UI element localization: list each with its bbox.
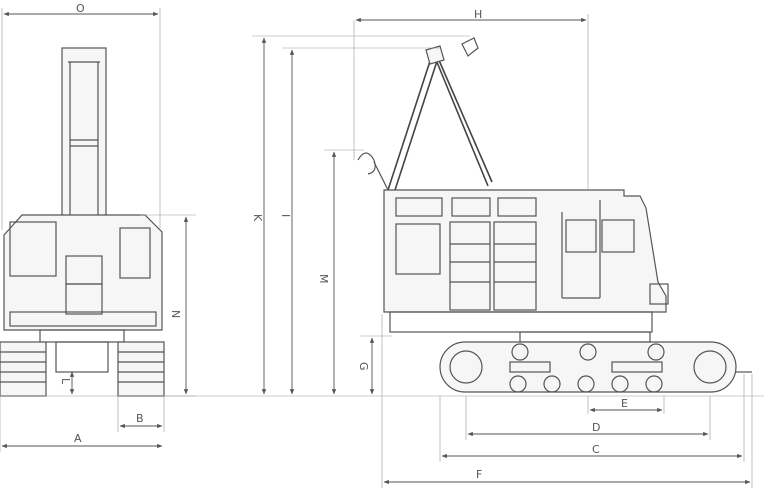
label-N: N [169,310,182,318]
boom-tip-hook [461,37,479,57]
side-left-window [395,223,441,275]
boom-front-leg [387,54,433,191]
label-M: M [317,274,330,284]
side-cab-body [383,189,667,313]
label-O: O [76,2,85,15]
side-view [357,37,752,393]
front-right-track [117,341,165,397]
front-cab-body [3,214,163,331]
label-B: B [136,412,144,425]
front-view [0,47,165,397]
side-dimensions [252,14,753,488]
front-left-window [9,221,57,277]
label-F: F [476,468,482,481]
side-cab-window [565,219,597,253]
label-G: G [357,362,370,371]
side-track [439,341,737,393]
front-right-window [119,227,151,279]
label-D: D [592,421,600,434]
front-left-track [0,341,47,397]
label-H: H [474,8,482,21]
boom-top-sheave [425,45,445,65]
label-K: K [251,214,264,222]
label-I: I [279,214,292,217]
label-A: A [74,432,82,445]
label-L: L [59,378,72,385]
boom-rear-leg [437,57,493,183]
label-E: E [621,397,628,410]
dimension-labels: O H K I M N G L A B E D C F [59,2,628,481]
label-C: C [592,443,600,456]
front-mast [61,47,107,219]
hook-block [357,152,376,175]
